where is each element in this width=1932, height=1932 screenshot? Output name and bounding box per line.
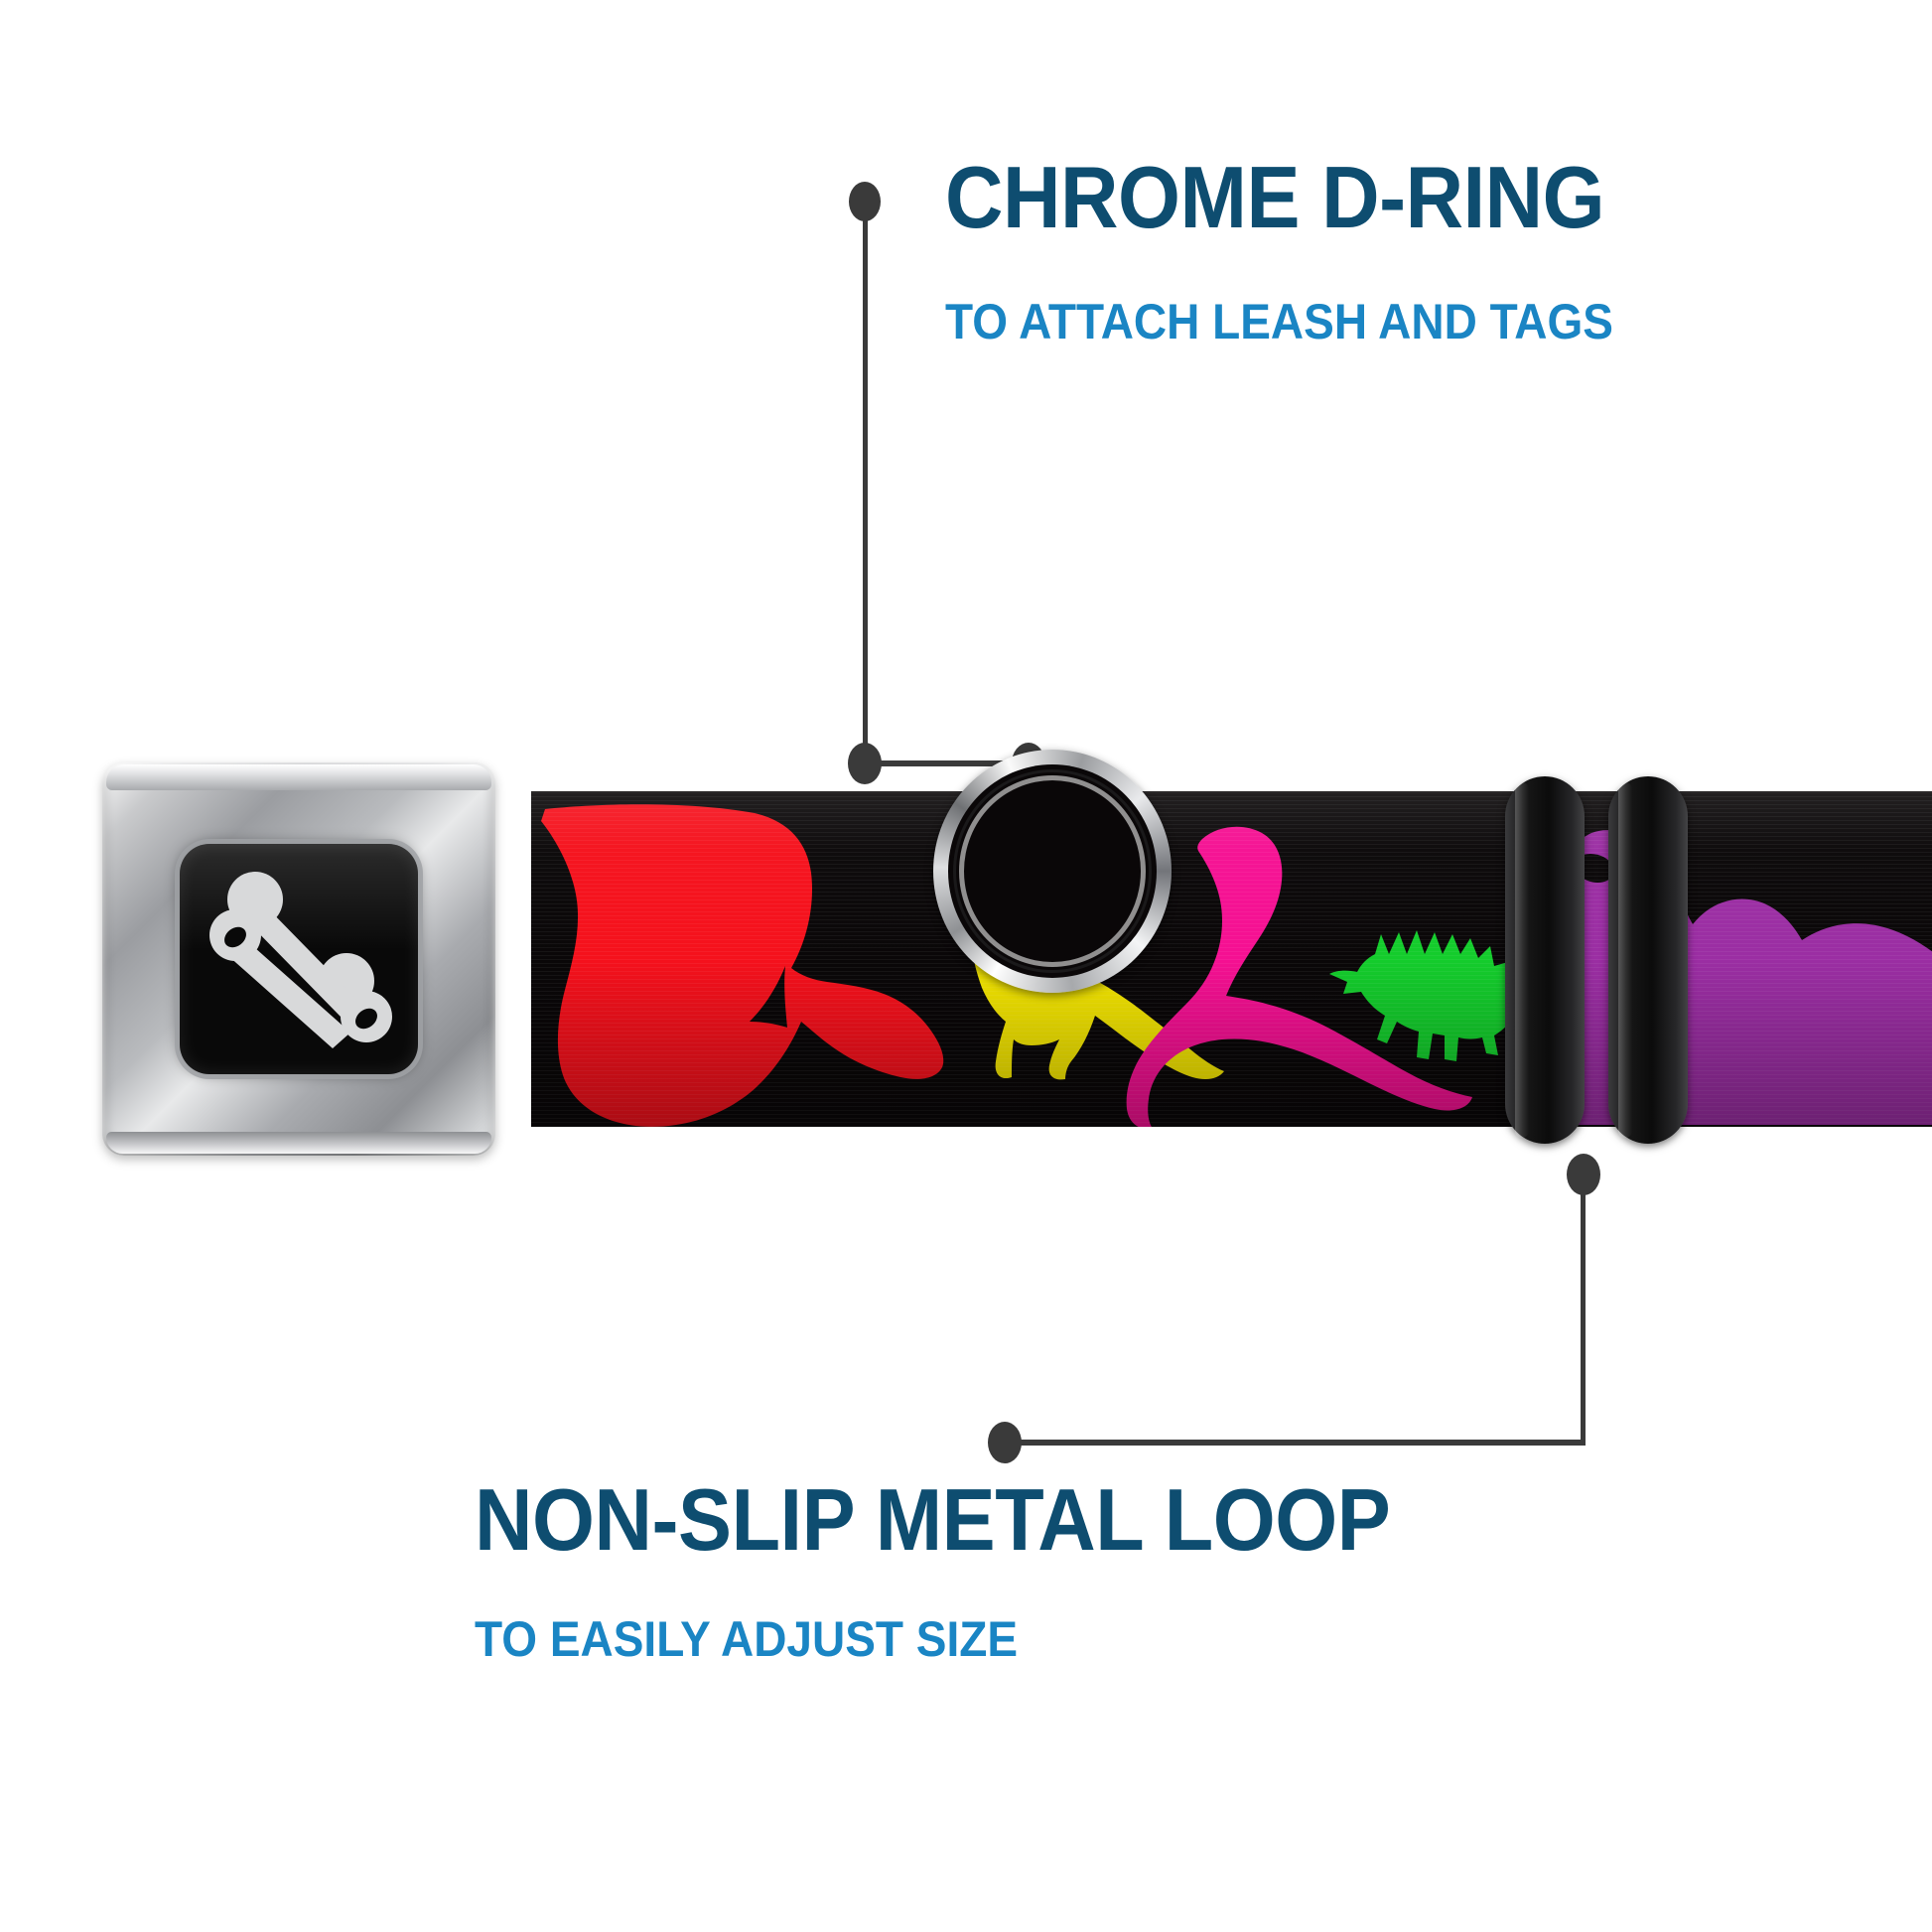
d-ring-metal-band: [933, 750, 1172, 993]
dino-brontosaurus-pink: [1126, 826, 1472, 1127]
metal-loop-bar-left: [1505, 776, 1585, 1144]
chrome-d-ring[interactable]: [933, 750, 1172, 993]
seatbelt-buckle[interactable]: [102, 762, 495, 1156]
d-ring-inner-highlight: [959, 775, 1146, 967]
metal-loop-bar-left-highlight: [1515, 782, 1529, 1138]
buckle-bottom-rim: [106, 1132, 491, 1154]
leader-line-horizontal-chrome-d-ring: [863, 760, 1036, 766]
metal-loop-bar-right: [1608, 776, 1688, 1144]
d-ring-inner-shadow: [953, 769, 1152, 973]
non-slip-metal-loop[interactable]: [1505, 776, 1694, 1144]
dino-stegosaurus-green: [1329, 930, 1532, 1061]
callout-title-non-slip-metal-loop: NON-SLIP METAL LOOP: [475, 1470, 1391, 1569]
buckle-top-rim: [106, 764, 491, 790]
collar-strap: [531, 791, 1932, 1127]
callout-subtitle-chrome-d-ring: TO ATTACH LEASH AND TAGS: [945, 294, 1613, 349]
leader-line-vertical-metal-loop: [1581, 1181, 1586, 1445]
callout-subtitle-non-slip-metal-loop: TO EASILY ADJUST SIZE: [475, 1611, 1019, 1667]
leader-line-vertical-chrome-d-ring: [863, 204, 868, 755]
buckle-black-inset: [180, 844, 418, 1074]
dog-bone-icon: [209, 872, 392, 1048]
leader-dot-title-metal-loop: [988, 1422, 1022, 1463]
dino-tyrannosaurus-red: [541, 804, 944, 1127]
callout-title-chrome-d-ring: CHROME D-RING: [945, 148, 1605, 246]
metal-loop-bar-right-highlight: [1618, 782, 1632, 1138]
leader-line-horizontal-metal-loop: [1003, 1440, 1586, 1446]
